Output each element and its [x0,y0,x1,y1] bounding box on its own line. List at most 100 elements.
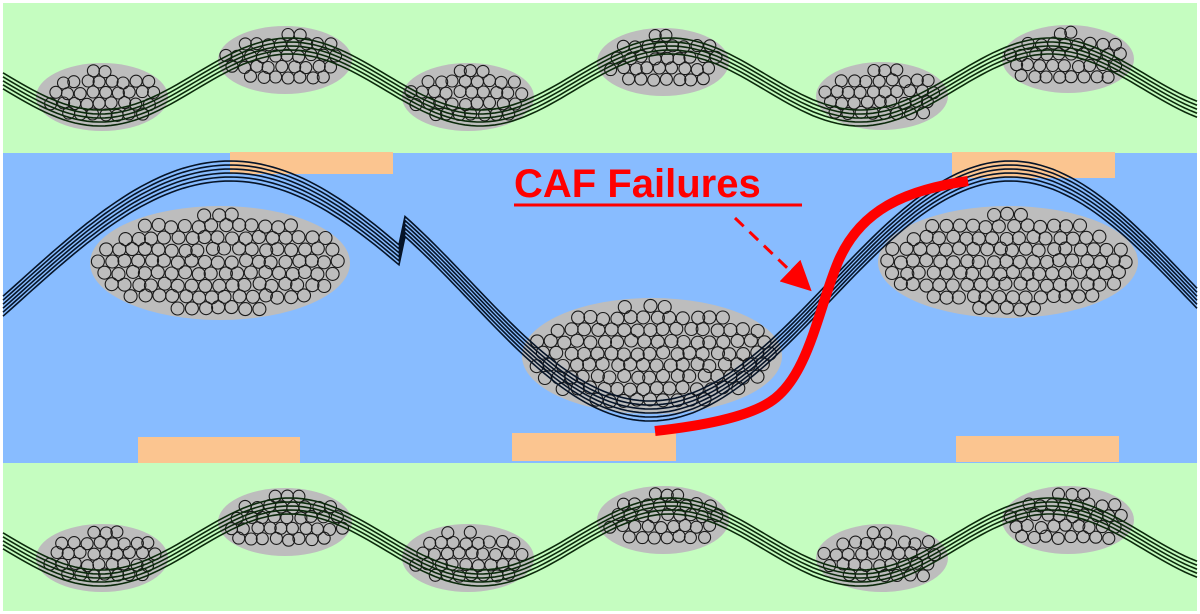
glass-filament [884,94,898,108]
glass-filament [81,74,95,88]
glass-filament [67,536,81,550]
glass-filament [99,546,113,560]
glass-filament [690,39,704,53]
glass-filament [1058,266,1073,281]
glass-filament [191,267,206,282]
glass-filament [569,357,585,372]
weave-strand-line [2,45,1198,119]
glass-filament [299,61,313,75]
glass-filament [204,218,219,233]
glass-filament [476,547,490,561]
glass-filament [421,75,435,89]
glass-filament [1046,218,1062,233]
glass-filament [577,322,592,337]
glass-filament [244,532,258,546]
glass-filament [278,276,293,291]
glass-filament [135,85,149,99]
glass-filament [164,266,179,281]
glass-filament [99,108,113,122]
glass-filament [502,567,516,581]
glass-filament [476,64,490,78]
glass-filament [1009,520,1023,534]
glass-filament [884,558,898,572]
glass-filament [459,558,473,572]
glass-filament [664,333,679,349]
glass-filament [959,231,974,246]
glass-filament [722,347,737,362]
glass-filament [1057,59,1071,73]
glass-filament [177,218,192,234]
glass-filament [1058,241,1073,256]
glass-filament [243,69,258,83]
glass-filament [304,253,319,268]
glass-filament [197,208,212,223]
glass-filament [993,241,1008,256]
glass-filament [1114,508,1128,522]
glass-filament [1072,218,1088,233]
glass-filament [136,107,150,121]
glass-filament [867,63,881,78]
glass-filament [910,73,924,87]
glass-filament [147,85,161,99]
glass-filament [1033,59,1047,73]
glass-filament [696,72,710,86]
glass-filament [306,71,320,85]
glass-filament [285,521,299,535]
glass-filament [165,288,180,303]
glass-filament [836,557,850,571]
glass-filament [218,266,233,281]
glass-filament [836,537,850,551]
glass-filament [317,278,332,294]
glass-filament [325,242,340,257]
glass-filament [245,510,259,524]
glass-filament [1064,25,1078,39]
glass-filament [137,218,152,233]
glass-filament [258,265,273,280]
glass-filament [1108,498,1122,512]
glass-filament [445,74,459,88]
glass-filament [490,86,504,100]
glass-filament [325,266,340,281]
glass-filament [50,545,64,560]
glass-filament [269,70,283,84]
glass-filament [908,537,922,551]
glass-filament [671,488,685,502]
glass-filament [897,557,911,571]
glass-filament [676,334,691,350]
glass-filament [945,278,960,293]
glass-filament [111,86,125,100]
glass-filament [293,70,307,84]
caf-failures-label: CAF Failures [514,162,761,206]
glass-filament [952,241,967,256]
weave-strand-line [2,160,1198,402]
glass-filament [893,276,908,291]
glass-filament [743,333,758,348]
glass-filament [966,289,982,304]
glass-filament [288,60,302,74]
glass-filament [150,265,165,280]
glass-filament [549,345,564,360]
glass-filament [951,290,966,305]
glass-filament [1113,242,1128,257]
glass-filament [628,40,642,54]
glass-filament [695,322,710,337]
glass-filament [622,530,636,544]
glass-filament [117,253,132,268]
glass-filament [230,266,245,281]
glass-filament [642,370,657,385]
glass-filament [854,568,868,582]
glass-filament [252,276,267,291]
glass-filament [905,277,920,292]
copper-pad-bottom-center [512,433,676,461]
glass-filament [662,310,677,325]
glass-filament [859,74,873,89]
glass-filament [105,254,120,269]
glass-filament [848,535,863,549]
glass-filament [583,335,598,350]
top-weave-strand [2,37,1198,127]
glass-filament [439,86,453,100]
glass-filament [138,288,153,303]
glass-filament [122,567,136,582]
glass-filament [446,535,460,550]
